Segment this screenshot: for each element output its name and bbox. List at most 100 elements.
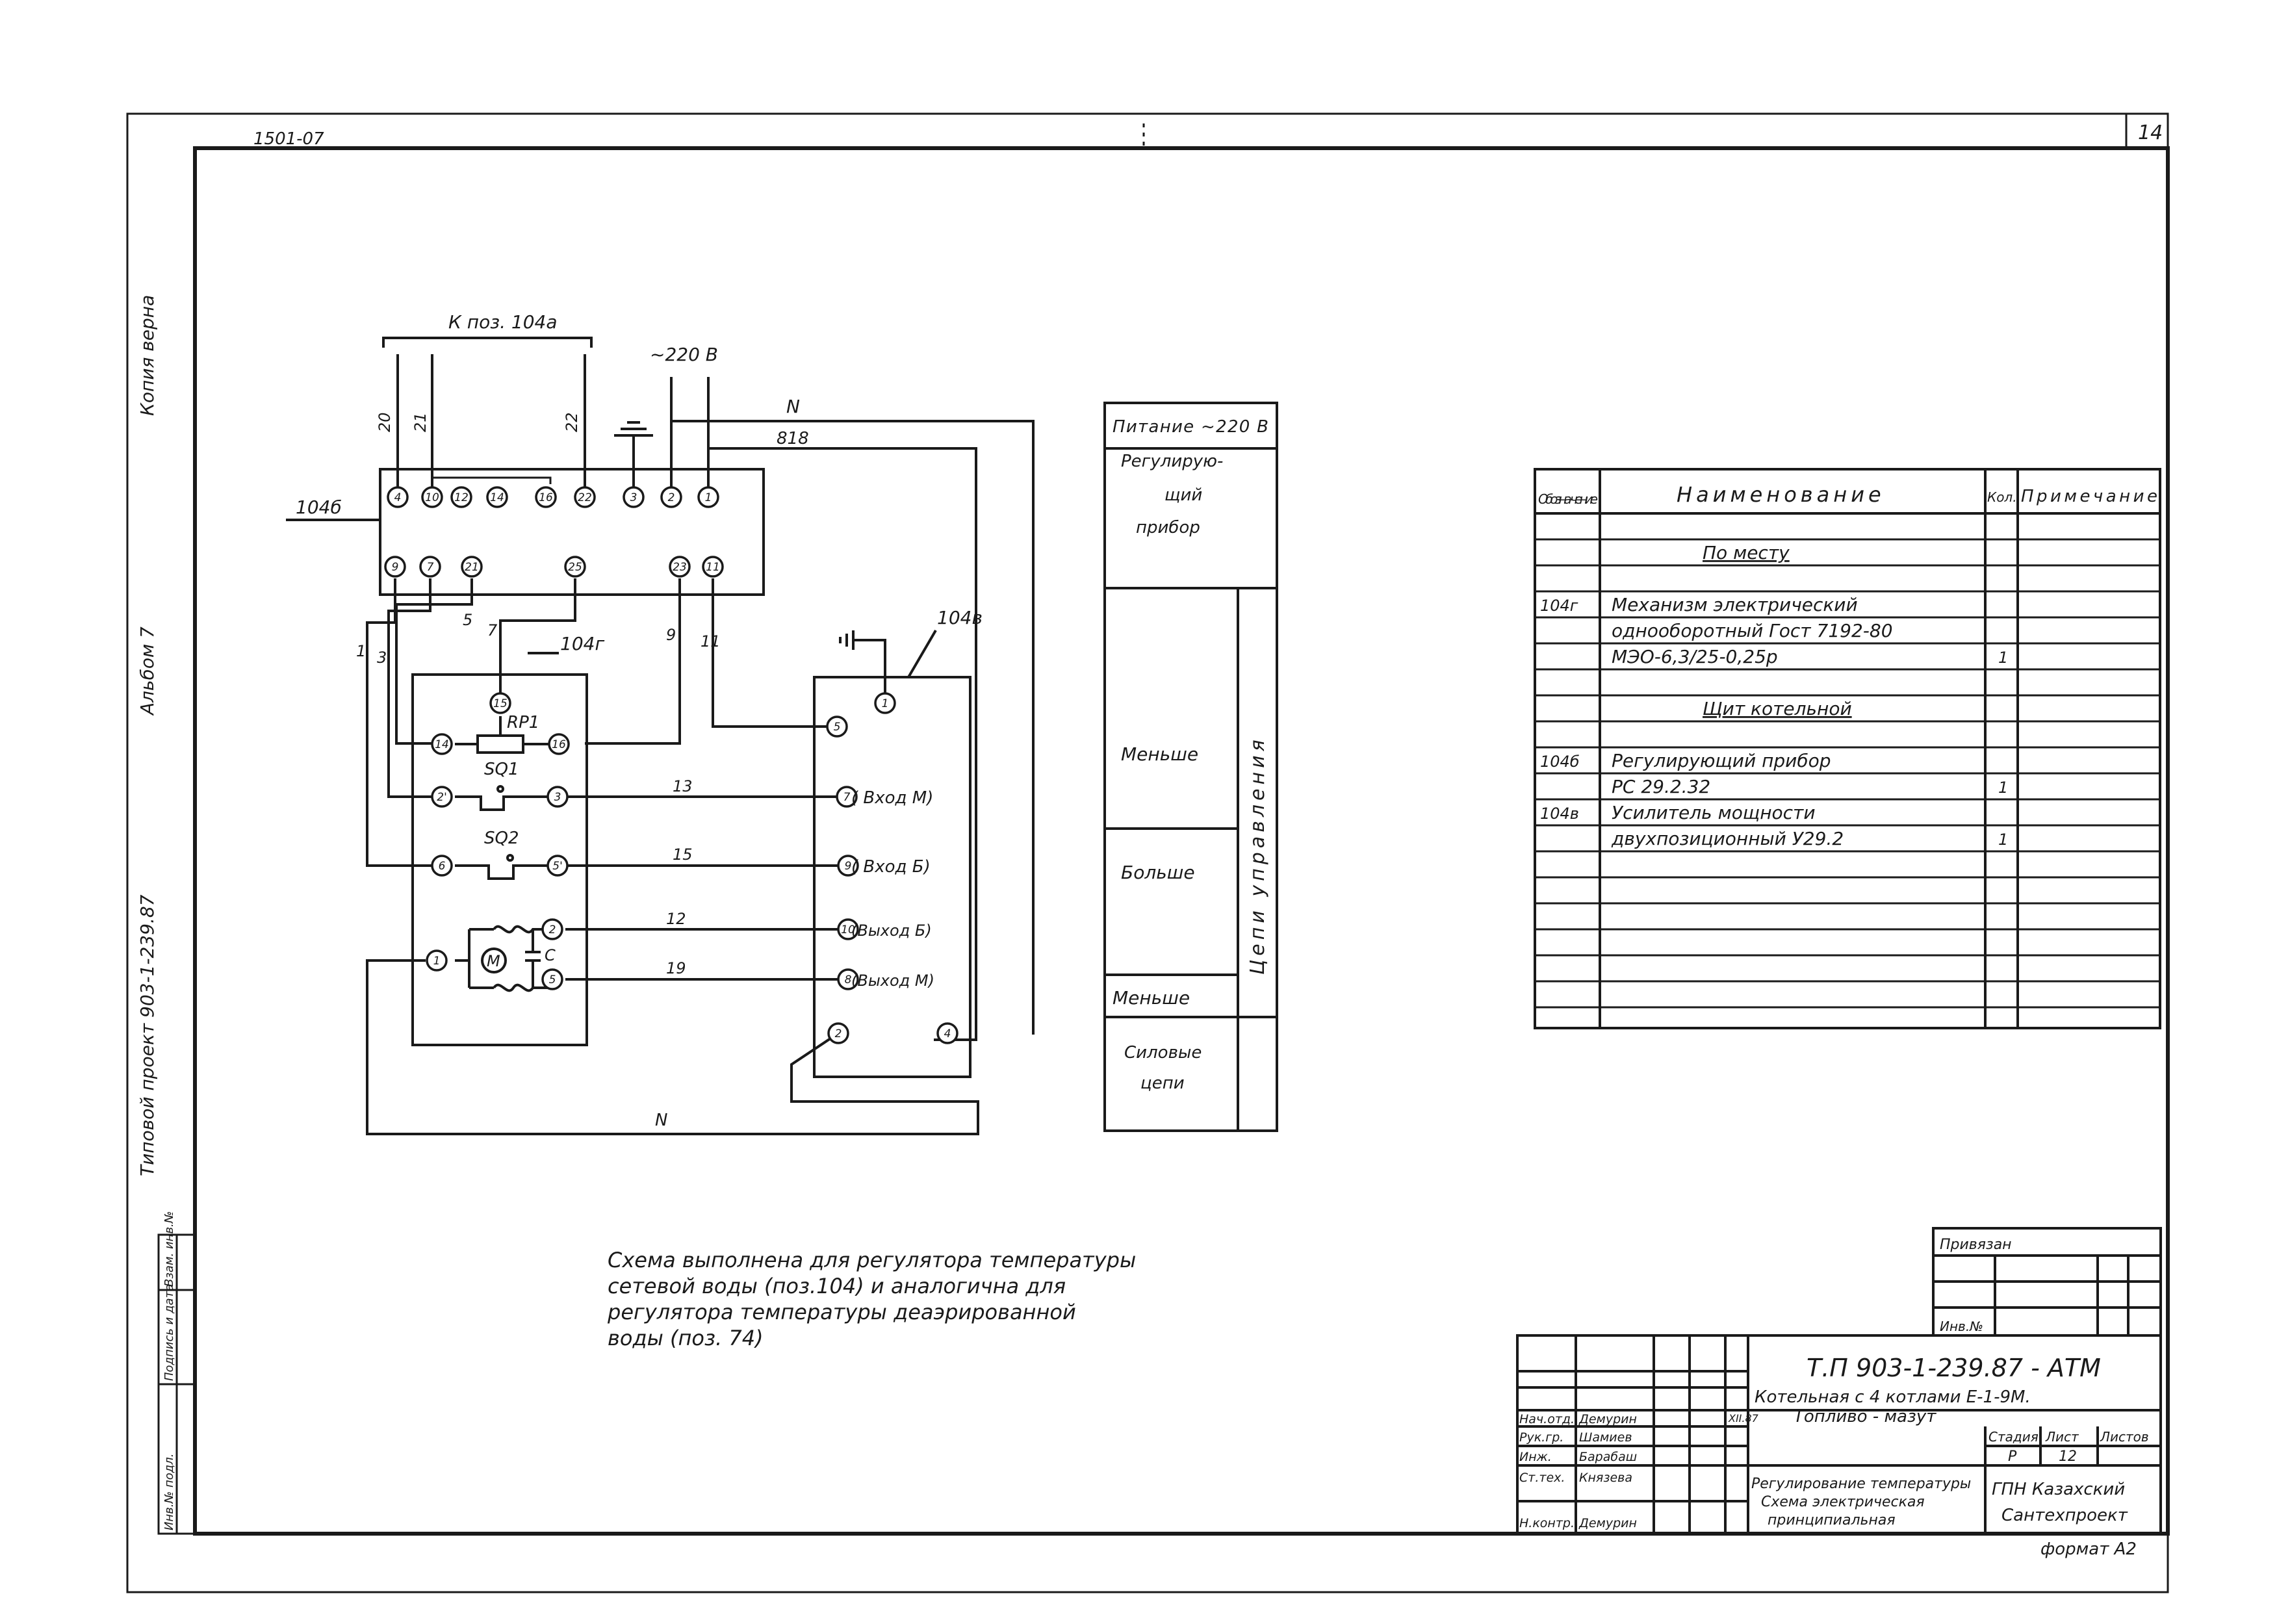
tb-person-name: Демурин — [1578, 1412, 1637, 1426]
svg-text:16: 16 — [539, 491, 553, 504]
amplifier-terminal: 10 — [837, 918, 859, 940]
regulator-terminal-top: 12 — [450, 486, 472, 508]
svg-text:4: 4 — [394, 491, 402, 504]
spec-cell-name: По месту — [1703, 542, 1790, 563]
mechanism-terminal: 5' — [547, 855, 569, 877]
regulator-terminal-top: 16 — [535, 486, 557, 508]
margin-project: Типовой проект 903-1-239.87 — [136, 894, 158, 1176]
regulator-terminal-bottom: 9 — [384, 556, 406, 578]
tb-sheet-h: Лист — [2045, 1429, 2079, 1445]
regulator-terminal-top: 14 — [486, 486, 508, 508]
svg-text:11: 11 — [706, 561, 720, 574]
legend-control-circuits: Цепи управления — [1246, 736, 1269, 975]
tb-org-2: Сантехпроект — [2001, 1506, 2128, 1525]
label-cap: C — [545, 946, 556, 964]
spec-header-name: Наименование — [1677, 482, 1885, 507]
regulator-terminal-top: 10 — [421, 486, 443, 508]
svg-text:9: 9 — [392, 561, 399, 574]
svg-text:12: 12 — [454, 491, 469, 504]
motor-symbol — [481, 947, 507, 973]
wire-1: 1 — [356, 642, 366, 660]
schematic: К поз. 104а ~220 В N 818 20 21 22 104б 4… — [286, 311, 1035, 1135]
spec-cell-name: РС 29.2.32 — [1612, 776, 1710, 797]
top-code: 1501-07 — [253, 129, 324, 149]
legend-regulator-2: щий — [1164, 485, 1202, 505]
spec-cell-pos: 104г — [1540, 597, 1578, 615]
wire-11: 11 — [701, 632, 721, 651]
spec-cell-name: Регулирующий прибор — [1612, 750, 1831, 771]
sheet-frame — [126, 112, 2170, 1593]
amp-label-in-m: ( Вход М) — [851, 788, 933, 808]
spec-cell-name: Щит котельной — [1703, 698, 1852, 719]
svg-text:22: 22 — [578, 491, 592, 504]
regulator-terminal-bottom: 11 — [702, 556, 724, 578]
note-line-3: регулятора температуры деаэрированной — [607, 1300, 1076, 1324]
spec-table — [1534, 468, 2161, 1029]
tb-org-1: ГПН Казахский — [1992, 1480, 2125, 1499]
label-rp1: RP1 — [507, 713, 539, 732]
svg-text:5': 5' — [552, 860, 563, 873]
svg-text:2: 2 — [549, 923, 556, 936]
regulator-terminal-bottom: 25 — [564, 556, 586, 578]
spec-header-note: Примечание — [2021, 487, 2157, 506]
tb-person-role: Рук.гр. — [1519, 1430, 1563, 1445]
amplifier-terminal: 2 — [827, 1022, 849, 1044]
spec-cell-qty: 1 — [1998, 779, 2008, 797]
tb-title-2: Схема электрическая — [1761, 1494, 1925, 1510]
mechanism-terminal: 1 — [426, 949, 448, 972]
margin-copy-verified: Копия верна — [136, 295, 158, 416]
note-line-1: Схема выполнена для регулятора температу… — [608, 1248, 1136, 1272]
tb-person-name: Князева — [1579, 1471, 1632, 1485]
regulator-terminal-bottom: 23 — [669, 556, 691, 578]
svg-text:10: 10 — [841, 923, 855, 936]
legend-power-circuits-1: Силовые — [1124, 1043, 1202, 1063]
regulator-terminal-top: 3 — [623, 486, 645, 508]
spec-cell-name: МЭО-6,3/25-0,25р — [1612, 646, 1778, 667]
label-n-bottom: N — [655, 1111, 667, 1130]
amp-label-out-m: (Выход М) — [851, 972, 934, 990]
note-line-4: воды (поз. 74) — [608, 1326, 764, 1350]
margin-album: Альбом 7 — [136, 626, 158, 716]
tb-person-role: Н.контр. — [1519, 1516, 1575, 1530]
spec-header-pos: Обозна-чение — [1538, 491, 1598, 507]
svg-text:7: 7 — [843, 791, 851, 804]
spec-cell-pos: 104в — [1540, 805, 1579, 823]
tb-stage: Р — [2008, 1449, 2017, 1465]
regulator-terminal-top: 1 — [697, 486, 719, 508]
spec-cell-pos: 104б — [1540, 753, 1580, 771]
svg-text:23: 23 — [673, 561, 687, 574]
svg-text:2': 2' — [437, 791, 447, 804]
svg-text:6: 6 — [439, 860, 446, 873]
label-818: 818 — [777, 429, 809, 448]
mechanism-terminal: 14 — [431, 733, 453, 755]
margin-stamp-inv: Инв.№ подл. — [162, 1454, 176, 1530]
function-legend — [1103, 402, 1278, 1132]
label-sq2: SQ2 — [484, 829, 519, 848]
legend-less-2: Меньше — [1113, 987, 1190, 1009]
mechanism-terminal: 15 — [489, 692, 511, 714]
wire-15: 15 — [673, 845, 693, 864]
margin-stamp-sign: Подпись и дата — [162, 1284, 176, 1381]
regulator-terminal-top: 4 — [387, 486, 409, 508]
tb-stage-h: Стадия — [1988, 1429, 2039, 1445]
tb-person-name: Шамиев — [1579, 1430, 1632, 1445]
svg-text:3: 3 — [554, 791, 561, 804]
svg-text:7: 7 — [427, 561, 434, 574]
wire-20: 20 — [376, 412, 394, 432]
regulator-terminal-bottom: 7 — [419, 556, 441, 578]
label-motor: M — [487, 952, 500, 970]
wire-5: 5 — [463, 611, 472, 629]
tb-person-role: Инж. — [1519, 1450, 1552, 1464]
tb-person-name: Демурин — [1578, 1516, 1637, 1530]
amplifier-terminal: 7 — [836, 786, 858, 808]
legend-more: Больше — [1121, 862, 1195, 883]
spec-cell-name: двухпозиционный У29.2 — [1611, 828, 1844, 849]
mechanism-terminal: 6 — [431, 855, 453, 877]
tb-person-role: Ст.тех. — [1519, 1471, 1565, 1485]
svg-text:16: 16 — [552, 738, 566, 751]
regulator-terminal-top: 2 — [660, 486, 682, 508]
amplifier-terminal: 8 — [837, 968, 859, 990]
sheet-number: 14 — [2138, 122, 2163, 144]
